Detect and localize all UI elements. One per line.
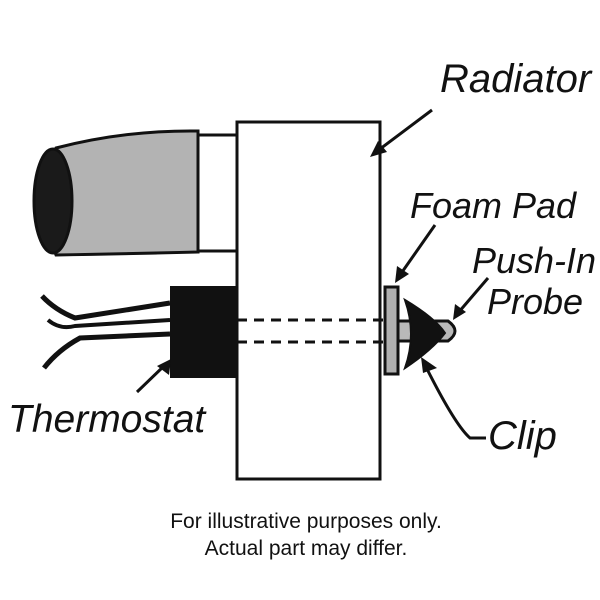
- thermostat-label: Thermostat: [8, 398, 207, 441]
- clip: [403, 297, 447, 371]
- thermostat-wire-middle: [46, 318, 171, 330]
- foam-pad-label: Foam Pad: [410, 185, 577, 226]
- probe-leader: [456, 277, 490, 314]
- radiator-label: Radiator: [440, 57, 593, 101]
- foam-pad-arrowhead: [395, 266, 409, 283]
- radiator-core: [235, 120, 382, 481]
- foam-pad-leader: [398, 224, 437, 276]
- radiator-leader: [375, 108, 433, 154]
- probe-arrowhead: [453, 304, 466, 320]
- disclaimer-line1: For illustrative purposes only.: [170, 510, 442, 533]
- clip-leader: [423, 364, 486, 440]
- clip-arrowhead: [421, 357, 437, 373]
- thermostat: [40, 286, 237, 378]
- clip-label: Clip: [488, 414, 557, 458]
- thermostat-leader: [135, 363, 167, 394]
- thermostat-wire-lower: [42, 331, 171, 370]
- leader-lines: [135, 108, 490, 440]
- hose-opening: [32, 147, 74, 255]
- thermostat-body: [170, 286, 237, 378]
- probe-label-line2: Probe: [487, 281, 583, 322]
- disclaimer-line2: Actual part may differ.: [205, 537, 408, 560]
- probe-path: [237, 318, 385, 344]
- foam-pad: [383, 285, 400, 376]
- radiator-hose: [32, 129, 240, 257]
- radiator-arrowhead: [370, 141, 387, 157]
- hose-neck: [196, 133, 240, 253]
- probe-label-line1: Push-In: [472, 240, 596, 281]
- thermostat-arrowhead: [157, 359, 171, 375]
- thermostat-wire-upper: [40, 294, 171, 321]
